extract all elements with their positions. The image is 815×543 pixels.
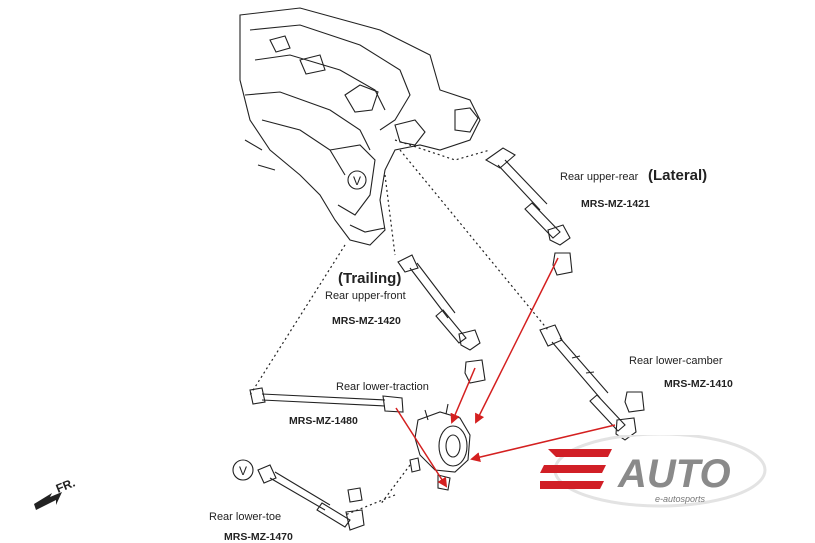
lower-camber-arm (539, 324, 645, 441)
upper-front-tag: (Trailing) (338, 270, 402, 287)
lower-toe-arm (257, 464, 365, 531)
upper-rear-part: MRS-MZ-1421 (581, 198, 650, 210)
leader-lines (249, 139, 549, 516)
upper-front-part: MRS-MZ-1420 (332, 315, 401, 327)
v-marker-circle-2 (232, 459, 254, 481)
v-marker-1: V (353, 174, 361, 188)
lower-toe-part: MRS-MZ-1470 (224, 531, 293, 543)
upper-front-name: Rear upper-front (325, 290, 406, 302)
v-marker-circle-1 (347, 170, 367, 190)
upper-rear-name: Rear upper-rear (560, 171, 639, 183)
logo-e-mark (536, 449, 612, 489)
subframe (239, 7, 481, 246)
upper-rear-arm (484, 147, 573, 276)
lower-traction-part: MRS-MZ-1480 (289, 415, 358, 427)
lower-camber-name: Rear lower-camber (629, 355, 723, 367)
logo-subtitle: e-autosports (655, 494, 706, 504)
lower-camber-part: MRS-MZ-1410 (664, 378, 733, 390)
upper-front-arm (397, 254, 486, 384)
logo-wordmark: AUTO (617, 452, 731, 496)
v-marker-2: V (239, 464, 247, 478)
lower-traction-arm (249, 387, 404, 413)
eauto-logo: AUTO e-autosports (536, 432, 785, 510)
lower-toe-name: Rear lower-toe (209, 511, 282, 523)
upper-rear-tag: (Lateral) (648, 167, 708, 184)
front-arrow-icon: FR. (34, 476, 77, 510)
front-arrow-label: FR. (54, 476, 77, 496)
lower-traction-name: Rear lower-traction (336, 381, 429, 393)
install-arrows (395, 257, 616, 488)
